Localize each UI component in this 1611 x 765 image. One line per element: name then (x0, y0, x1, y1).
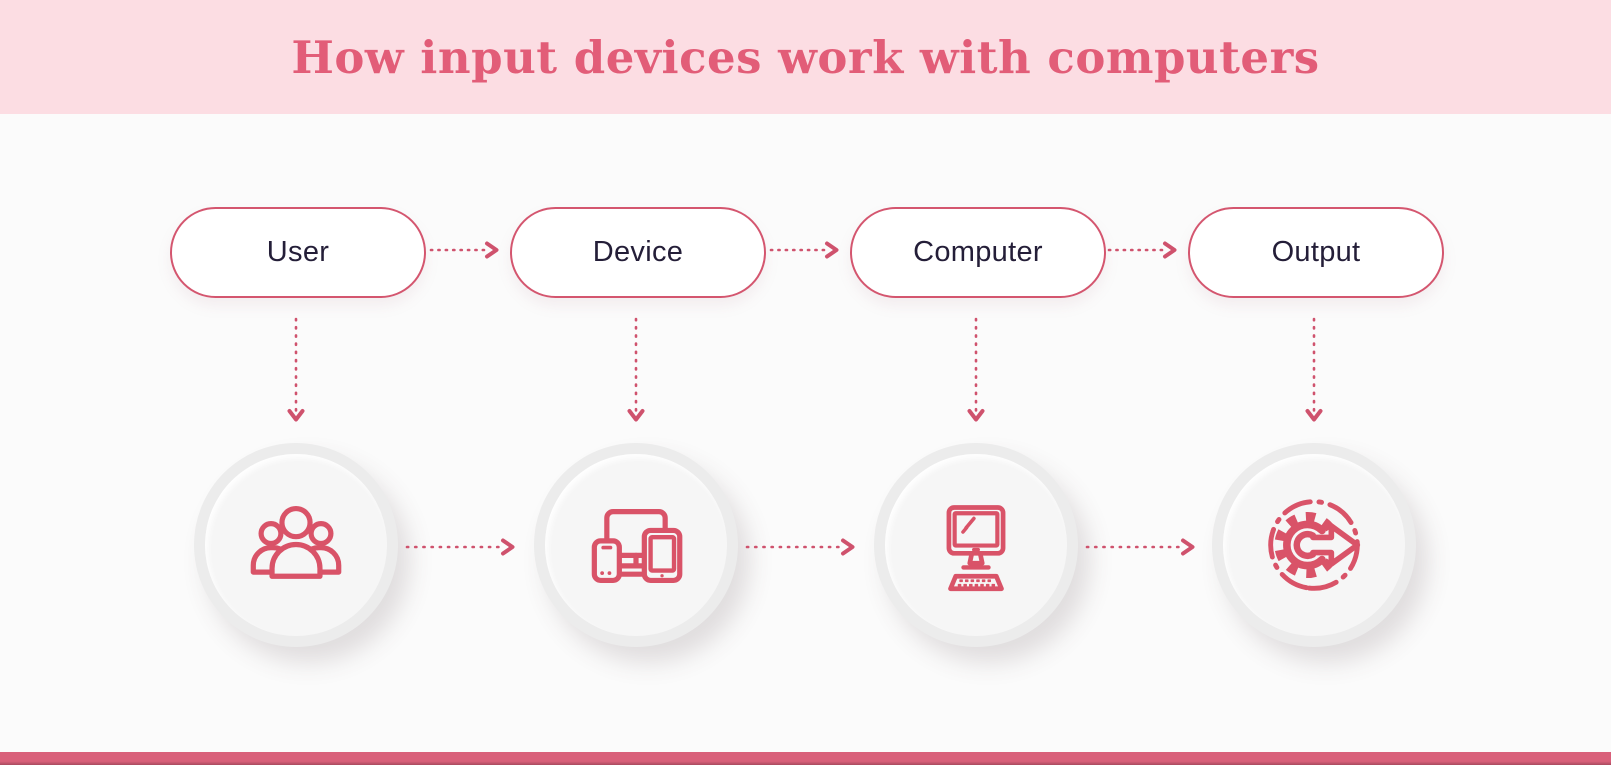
flow-node-label: Computer (913, 236, 1043, 268)
dashed-arrow-right-icon (744, 538, 862, 556)
page-title: How input devices work with computers (291, 30, 1320, 84)
dashed-arrow-right-icon (404, 538, 522, 556)
flow-node-user: User (170, 207, 426, 298)
dashed-arrow-down-icon (1305, 316, 1323, 428)
icon-badge-device (534, 443, 738, 647)
devices-icon (545, 454, 727, 636)
footer-accent-bar (0, 752, 1611, 765)
icon-badge-user (194, 443, 398, 647)
header-band: How input devices work with computers (0, 0, 1611, 114)
flow-node-label: Output (1271, 236, 1361, 268)
dashed-arrow-right-icon (768, 241, 844, 259)
icon-badge-computer (874, 443, 1078, 647)
desktop-computer-icon (885, 454, 1067, 636)
dashed-arrow-down-icon (967, 316, 985, 428)
flow-node-output: Output (1188, 207, 1444, 298)
flow-node-device: Device (510, 207, 766, 298)
flow-node-label: Device (592, 236, 684, 268)
gear-arrow-icon (1223, 454, 1405, 636)
dashed-arrow-down-icon (287, 316, 305, 428)
dashed-arrow-right-icon (428, 241, 504, 259)
users-icon (205, 454, 387, 636)
flow-node-computer: Computer (850, 207, 1106, 298)
dashed-arrow-down-icon (627, 316, 645, 428)
icon-badge-output (1212, 443, 1416, 647)
dashed-arrow-right-icon (1106, 241, 1182, 259)
flow-node-label: User (266, 236, 330, 268)
dashed-arrow-right-icon (1084, 538, 1202, 556)
